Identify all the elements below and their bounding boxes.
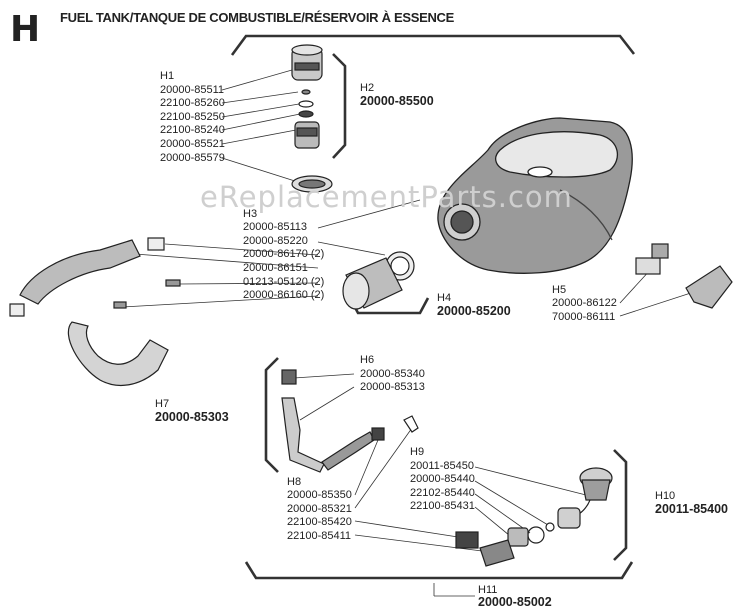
part-number: 20000-86151 [243, 262, 308, 274]
callout-label: H2 [360, 82, 375, 94]
fuel-cap-parts [291, 44, 333, 193]
group-bracket-top [230, 34, 636, 56]
assembly-part-number: 20000-85303 [155, 410, 229, 424]
part-number: 20000-85579 [160, 152, 225, 164]
brace-h7 [264, 357, 279, 473]
brace-h10 [613, 449, 628, 561]
callout-label: H7 [155, 398, 170, 410]
part-number: 22100-85411 [287, 530, 352, 542]
callout-label: H5 [552, 284, 567, 296]
part-number: 22102-85440 [410, 487, 475, 499]
part-number: 20000-86160 (2) [243, 289, 325, 301]
assembly-part-number: 20000-85002 [478, 595, 552, 609]
part-number: 20000-86170 (2) [243, 248, 325, 260]
part-number: 20000-85113 [243, 221, 308, 233]
brace-h2 [332, 53, 347, 159]
tank-mount-brackets [635, 243, 733, 309]
part-number: 22100-85260 [160, 97, 225, 109]
part-number: 70000-86111 [552, 311, 616, 323]
part-number: 20011-85450 [410, 460, 475, 472]
part-number: 22100-85240 [160, 124, 225, 136]
leader-lines [121, 69, 701, 597]
fuel-filter [342, 251, 415, 310]
callout-label: H3 [243, 208, 258, 220]
part-number: 22100-85250 [160, 111, 225, 123]
callout-label: H8 [287, 476, 302, 488]
part-number: 22100-85420 [287, 516, 352, 528]
fuel-line-parts [281, 369, 419, 473]
part-number: 20000-85313 [360, 381, 425, 393]
tank-strap [9, 237, 181, 387]
page-title: FUEL TANK/TANQUE DE COMBUSTIBLE/RÉSERVOI… [60, 10, 454, 25]
primer-bulb-parts [455, 467, 613, 567]
fuel-tank [437, 117, 633, 274]
watermark: eReplacementParts.com [200, 180, 573, 214]
part-number: 01213-05120 (2) [243, 276, 325, 288]
part-number: 20000-85340 [360, 368, 425, 380]
callout-label: H6 [360, 354, 375, 366]
part-number: 20000-85321 [287, 503, 352, 515]
callout-label: H9 [410, 446, 425, 458]
part-number: 20000-85350 [287, 489, 352, 501]
callout-label: H4 [437, 292, 452, 304]
part-number: 22100-85431 [410, 500, 475, 512]
section-letter: H [10, 9, 41, 50]
callout-label: H1 [160, 70, 175, 82]
part-number: 20000-86122 [552, 297, 617, 309]
part-number: 20000-85440 [410, 473, 475, 485]
part-number: 20000-85521 [160, 138, 225, 150]
group-bracket-bottom [244, 561, 634, 580]
callout-label: H10 [655, 490, 676, 502]
part-number: 20000-85511 [160, 84, 225, 96]
assembly-part-number: 20000-85200 [437, 304, 511, 318]
assembly-part-number: 20000-85500 [360, 94, 434, 108]
callout-label: H11 [478, 584, 498, 596]
assembly-part-number: 20011-85400 [655, 502, 728, 516]
part-number: 20000-85220 [243, 235, 308, 247]
